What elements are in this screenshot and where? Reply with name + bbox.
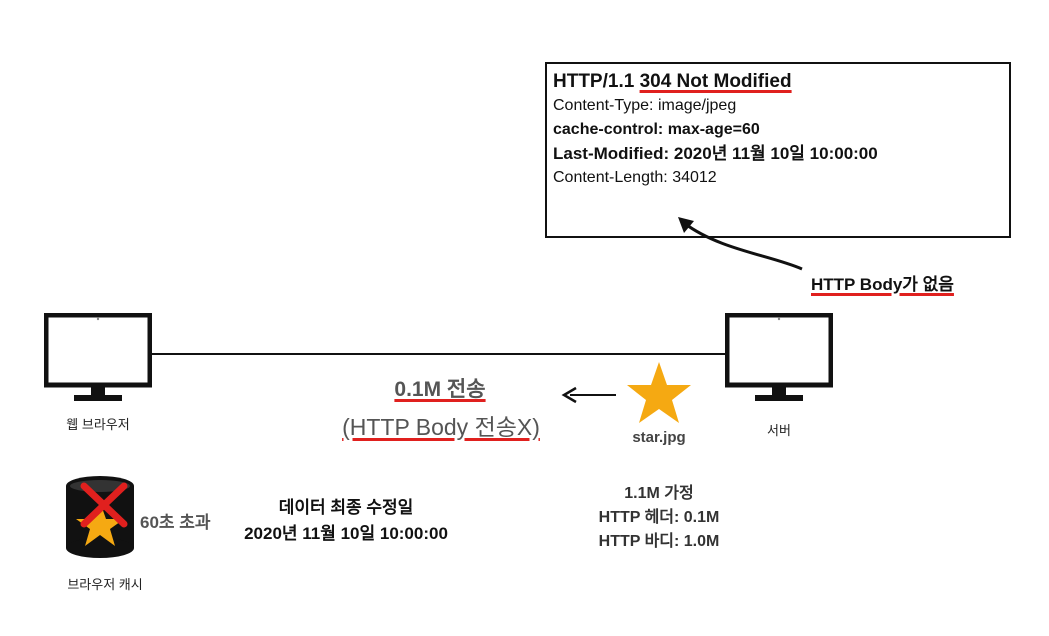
- server-monitor-icon: [725, 313, 833, 401]
- browser-monitor-icon: [44, 313, 152, 401]
- status-code: 304 Not Modified: [639, 71, 792, 92]
- transfer-detail: (HTTP Body 전송X): [342, 414, 540, 440]
- response-header-box: HTTP/1.1 304 Not Modified Content-Type: …: [545, 62, 1011, 238]
- content-type-line: Content-Type: image/jpeg: [553, 97, 737, 114]
- star-image-icon: [627, 362, 691, 423]
- status-prefix: HTTP/1.1: [553, 71, 640, 92]
- file-info-line: HTTP 헤더: 0.1M: [598, 509, 720, 526]
- file-info: 1.1M 가정 HTTP 헤더: 0.1M HTTP 바디: 1.0M: [570, 482, 748, 554]
- file-info-line: 1.1M 가정: [624, 485, 694, 502]
- connection-line: [152, 353, 725, 355]
- server-label: 서버: [767, 423, 791, 438]
- no-body-note: HTTP Body가 없음: [811, 275, 954, 294]
- cache-data-date: 2020년 11월 10일 10:00:00: [244, 524, 448, 543]
- cache-label: 브라우저 캐시: [67, 577, 143, 592]
- curved-arrow-icon: [678, 217, 803, 271]
- last-modified-line: Last-Modified: 2020년 11월 10일 10:00:00: [553, 144, 878, 163]
- file-info-line: HTTP 바디: 1.0M: [598, 533, 720, 550]
- cache-data-title: 데이터 최종 수정일: [278, 498, 414, 517]
- status-line: HTTP/1.1 304 Not Modified: [553, 70, 1009, 94]
- cache-expired: 60초 초과: [140, 513, 211, 532]
- browser-label: 웹 브라우저: [66, 417, 130, 432]
- cache-database-icon: [66, 476, 134, 558]
- content-length-line: Content-Length: 34012: [553, 169, 717, 186]
- arrow-left-icon: [561, 386, 616, 404]
- transfer-size: 0.1M 전송: [394, 378, 486, 401]
- file-name: star.jpg: [632, 429, 686, 446]
- cache-control-line: cache-control: max-age=60: [553, 121, 760, 138]
- cache-data: 데이터 최종 수정일 2020년 11월 10일 10:00:00: [224, 495, 468, 547]
